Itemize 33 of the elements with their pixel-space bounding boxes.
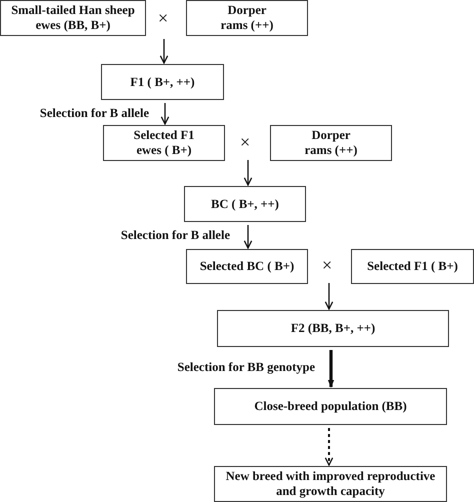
process-box [351, 249, 474, 284]
process-box [270, 125, 392, 161]
box-label: F2 (BB, B+, ++) [290, 321, 376, 336]
process-box [0, 0, 146, 36]
process-box [214, 466, 447, 502]
arrow [324, 428, 334, 466]
cross-symbol: × [240, 133, 250, 151]
cross-symbol: × [158, 9, 168, 27]
arrow [328, 350, 334, 388]
process-box [186, 0, 308, 36]
cross-symbol: × [322, 256, 332, 274]
process-box [214, 388, 447, 425]
box-label: Dorper rams (++) [304, 128, 358, 158]
box-label: Dorper rams (++) [220, 3, 274, 33]
arrow [244, 225, 252, 249]
process-box [217, 310, 449, 347]
arrow [160, 103, 170, 125]
box-label: Selected F1 ewes ( B+) [132, 128, 196, 158]
process-box [186, 249, 308, 284]
box-label: Selected F1 ( B+) [367, 259, 458, 274]
process-box [184, 186, 306, 222]
box-label: New breed with improved reproductive and growth capacity [224, 469, 436, 499]
box-label: BC ( B+, ++) [211, 196, 279, 212]
process-box [103, 125, 225, 161]
arrow [324, 283, 334, 310]
arrow [160, 39, 168, 64]
box-label: F1 ( B+, ++) [130, 74, 195, 90]
box-label: Selected BC ( B+) [200, 259, 294, 274]
box-label: Small-tailed Han sheep ewes (BB, B+) [10, 3, 136, 33]
process-box [101, 64, 224, 100]
edge-label: Selection for BB genotype [177, 360, 315, 375]
box-label: Close-breed population (BB) [254, 399, 407, 414]
arrow [244, 160, 252, 186]
